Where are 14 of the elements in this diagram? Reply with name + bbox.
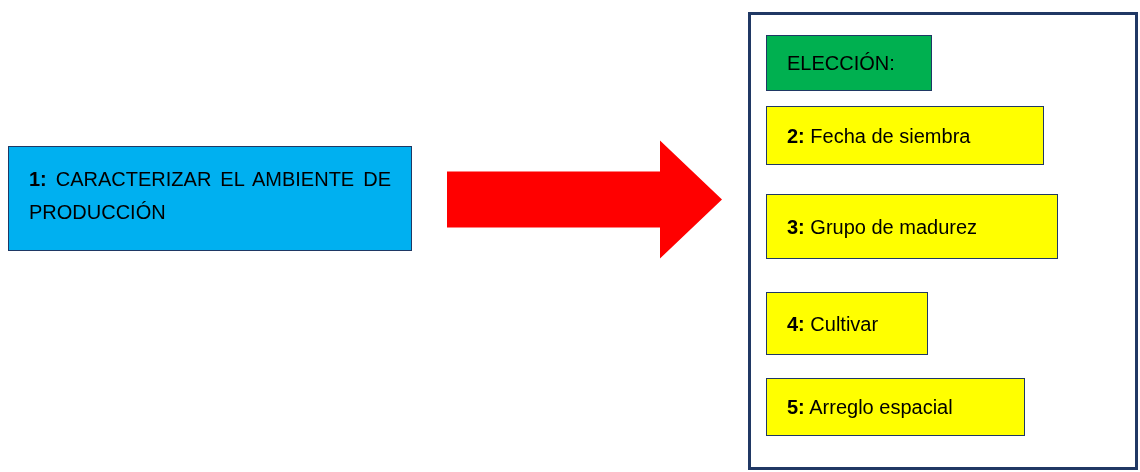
box-label: ELECCIÓN: <box>786 51 896 76</box>
box-label: 3: Grupo de madurez <box>786 214 979 240</box>
box-label: 4: Cultivar <box>786 311 880 337</box>
text-box <box>766 35 932 91</box>
box-label: 5: Arreglo espacial <box>786 395 954 420</box>
text-box <box>766 194 1058 259</box>
block-arrow <box>447 140 722 259</box>
box-label: 2: Fecha de siembra <box>786 123 972 149</box>
text-box <box>766 292 928 355</box>
text-box <box>766 106 1044 165</box>
box-label: 1: CARACTERIZAR EL AMBIENTE DE PRODUCCIÓN <box>28 167 392 225</box>
text-box <box>766 378 1025 436</box>
text-box <box>8 146 412 251</box>
frame-box <box>748 12 1138 470</box>
